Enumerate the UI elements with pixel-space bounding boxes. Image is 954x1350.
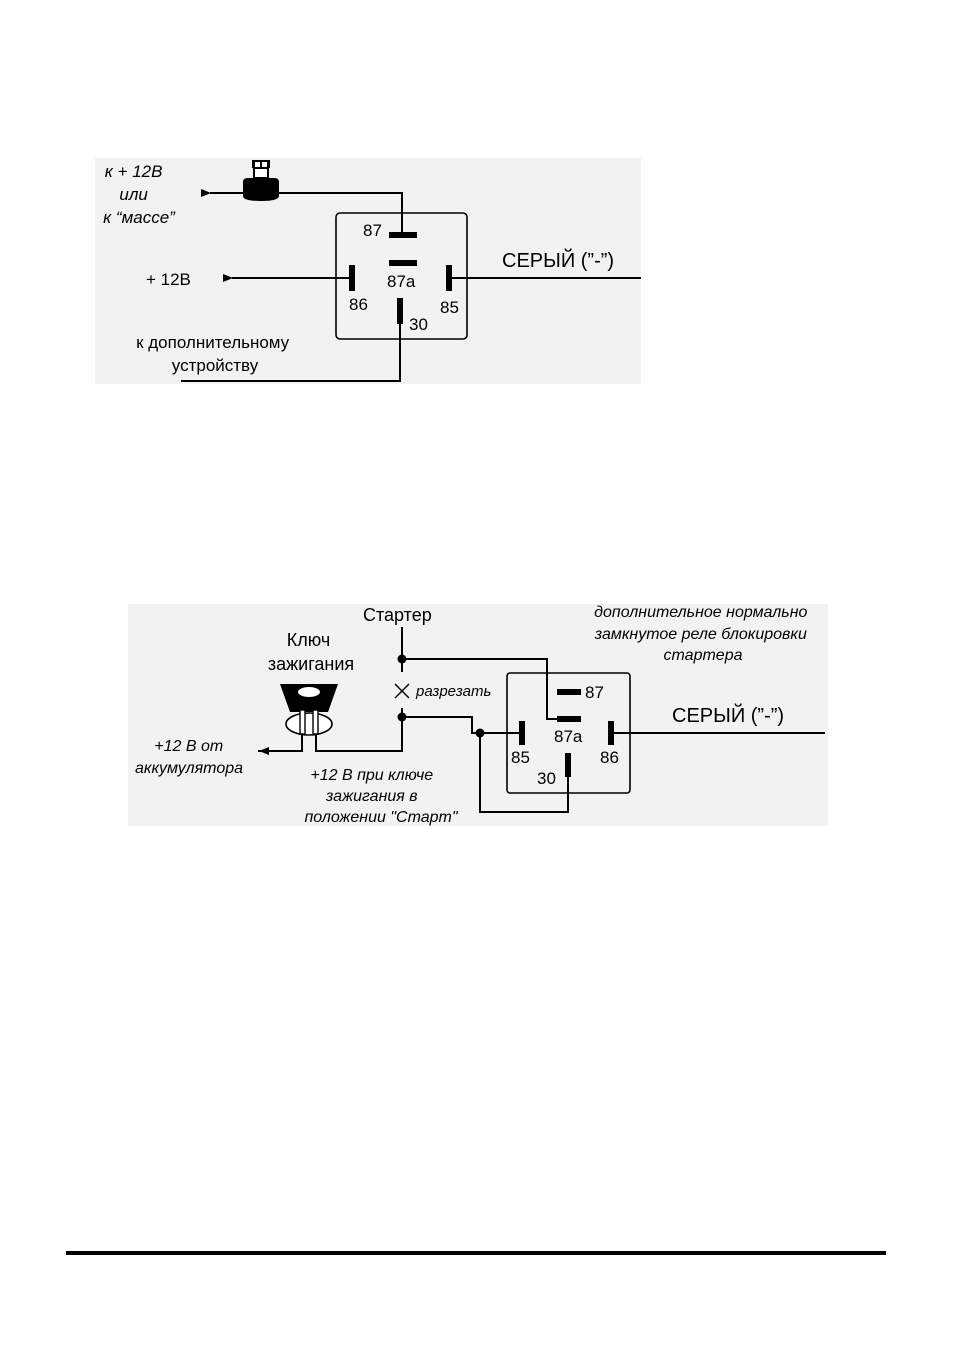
diagram-2-starter-label: Стартер xyxy=(363,605,432,625)
diagram-1-gray-label: СЕРЫЙ (”-”) xyxy=(502,248,614,272)
relay-1-pin-87 xyxy=(389,232,417,238)
relay-1-label-30: 30 xyxy=(409,315,428,334)
relay-1-label-87: 87 xyxy=(363,221,382,240)
relay-2-label-30: 30 xyxy=(537,769,556,788)
relay-2-label-85: 85 xyxy=(511,748,530,767)
relay-1-pin-87a xyxy=(389,260,417,266)
relay-2-pin-30 xyxy=(565,753,571,777)
junction-dot-starter xyxy=(398,655,407,664)
relay-2-label-86: 86 xyxy=(600,748,619,767)
relay-2-pin-85 xyxy=(519,721,525,745)
diagram-1-plus12-label: + 12В xyxy=(146,270,191,289)
relay-1-label-87a: 87a xyxy=(387,272,416,291)
diagram-2-gray-label: СЕРЫЙ (”-”) xyxy=(672,703,784,727)
relay-diagram-1: 87 87a 86 85 30 к + 12В или к “массе” + … xyxy=(95,158,641,384)
relay-1-pin-85 xyxy=(446,265,452,291)
diagram-2-cut-label: разрезать xyxy=(415,683,491,700)
relay-1-pin-30 xyxy=(397,298,403,324)
relay-2-label-87a: 87a xyxy=(554,727,583,746)
relay-2-pin-86 xyxy=(608,721,614,745)
relay-1-label-85: 85 xyxy=(440,298,459,317)
relay-1-pin-86 xyxy=(349,265,355,291)
footer-divider xyxy=(66,1251,886,1255)
relay-2-label-87: 87 xyxy=(585,683,604,702)
relay-diagram-2: 87 87a 85 86 30 xyxy=(128,604,828,826)
relay-2-pin-87a xyxy=(557,716,581,722)
relay-1-label-86: 86 xyxy=(349,295,368,314)
relay-2-pin-87 xyxy=(557,689,581,695)
